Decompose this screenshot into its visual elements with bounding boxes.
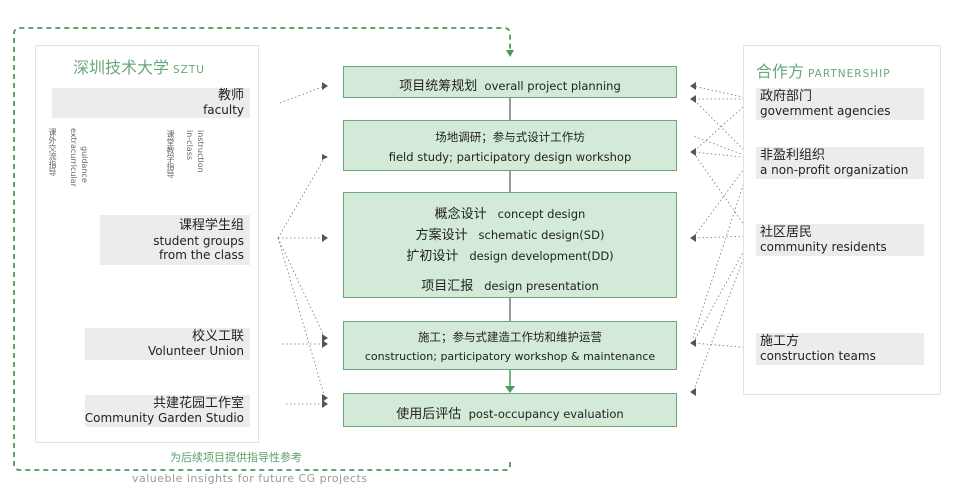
step-construction-cn: 施工；参与式建造工作坊和维护运营 — [418, 330, 602, 344]
partner-nonprofit: 非盈利组织 a non-profit organization — [760, 148, 908, 178]
student-label: 课程学生组 student groups from the class — [100, 217, 244, 262]
partner-nonprofit-en: a non-profit organization — [760, 163, 909, 177]
step-development-cn: 扩初设计 — [406, 249, 459, 264]
volunteer-cn: 校义工联 — [191, 329, 244, 344]
studio-label: 共建花园工作室 Community Garden Studio — [80, 396, 244, 426]
step-presentation: 项目汇报 design presentation — [344, 275, 676, 294]
faculty-en: faculty — [203, 103, 244, 117]
student-bg — [100, 215, 250, 265]
step-field-study-cn: 场地调研；参与式设计工作坊 — [435, 130, 585, 144]
partner-government: 政府部门 government agencies — [760, 89, 891, 119]
step-schematic-cn: 方案设计 — [415, 228, 468, 243]
step-planning: 项目统筹规划 overall project planning — [343, 66, 677, 98]
studio-bg — [85, 395, 250, 427]
step-presentation-cn: 项目汇报 — [421, 279, 474, 294]
step-field-study-en: field study; participatory design worksh… — [388, 150, 632, 164]
volunteer-bg — [85, 328, 250, 360]
step-presentation-en: design presentation — [484, 279, 599, 293]
vtext-extracurricular-en: extracurricular — [69, 128, 78, 187]
step-schematic-en: schematic design(SD) — [478, 228, 605, 242]
vtext-instruction-en: instruction — [196, 130, 205, 173]
partner-residents-bg — [756, 224, 924, 256]
partnership-title-cn: 合作方 — [756, 62, 805, 81]
step-schematic: 方案设计 schematic design(SD) — [344, 224, 676, 243]
partner-construction-bg — [756, 333, 924, 365]
step-concept-cn: 概念设计 — [434, 207, 487, 222]
step-evaluation: 使用后评估 post-occupancy evaluation — [343, 393, 677, 427]
step-design: 概念设计 concept design 方案设计 schematic desig… — [343, 192, 677, 298]
step-planning-en: overall project planning — [484, 79, 621, 93]
footer-en: valueble insights for future CG projects — [132, 472, 368, 485]
partner-residents: 社区居民 community residents — [760, 225, 887, 255]
volunteer-label: 校义工联 Volunteer Union — [85, 329, 244, 359]
partner-residents-en: community residents — [760, 240, 887, 254]
partner-government-bg — [756, 88, 924, 120]
step-evaluation-label: 使用后评估 post-occupancy evaluation — [344, 403, 676, 422]
step-development-en: design development(DD) — [469, 249, 614, 263]
partnership-title-en: PARTNERSHIP — [808, 68, 891, 80]
step-construction: 施工；参与式建造工作坊和维护运营 construction; participa… — [343, 321, 677, 370]
faculty-cn: 教师 — [217, 88, 244, 103]
step-concept-en: concept design — [497, 207, 586, 221]
footer-cn: 为后续项目提供指导性参考 — [170, 451, 302, 464]
student-cn: 课程学生组 — [178, 218, 244, 233]
step-construction-en: construction; participatory workshop & m… — [364, 350, 656, 363]
vtext-inclass-en: in-class — [185, 130, 194, 161]
vtext-inclass-cn: 课堂教学指导 — [166, 130, 175, 178]
vtext-extracurricular-cn: 课外交流指导 — [48, 128, 57, 176]
sztu-title-en: SZTU — [173, 64, 205, 76]
step-planning-cn: 项目统筹规划 — [399, 79, 478, 94]
partner-construction-cn: 施工方 — [760, 334, 800, 349]
partner-construction-en: construction teams — [760, 349, 876, 363]
step-evaluation-en: post-occupancy evaluation — [468, 407, 624, 421]
sztu-title-cn: 深圳技术大学 — [73, 58, 170, 77]
vtext-guidance-en: guidance — [80, 146, 89, 183]
student-en2: from the class — [158, 248, 244, 262]
partner-nonprofit-cn: 非盈利组织 — [760, 148, 826, 163]
step-concept: 概念设计 concept design — [344, 203, 676, 222]
studio-cn: 共建花园工作室 — [152, 396, 244, 411]
step-development: 扩初设计 design development(DD) — [344, 245, 676, 264]
step-planning-label: 项目统筹规划 overall project planning — [344, 75, 676, 94]
student-en1: student groups — [153, 234, 244, 248]
studio-en: Community Garden Studio — [84, 411, 244, 425]
partner-government-en: government agencies — [760, 104, 891, 118]
faculty-label: 教师 faculty — [52, 88, 244, 118]
faculty-bg — [52, 88, 250, 118]
step-field-study: 场地调研；参与式设计工作坊 field study; participatory… — [343, 120, 677, 171]
partner-residents-cn: 社区居民 — [760, 225, 813, 240]
partner-nonprofit-bg — [756, 147, 924, 179]
step-evaluation-cn: 使用后评估 — [396, 407, 462, 422]
volunteer-en: Volunteer Union — [147, 344, 244, 358]
partner-government-cn: 政府部门 — [760, 89, 813, 104]
partner-construction: 施工方 construction teams — [760, 334, 876, 364]
